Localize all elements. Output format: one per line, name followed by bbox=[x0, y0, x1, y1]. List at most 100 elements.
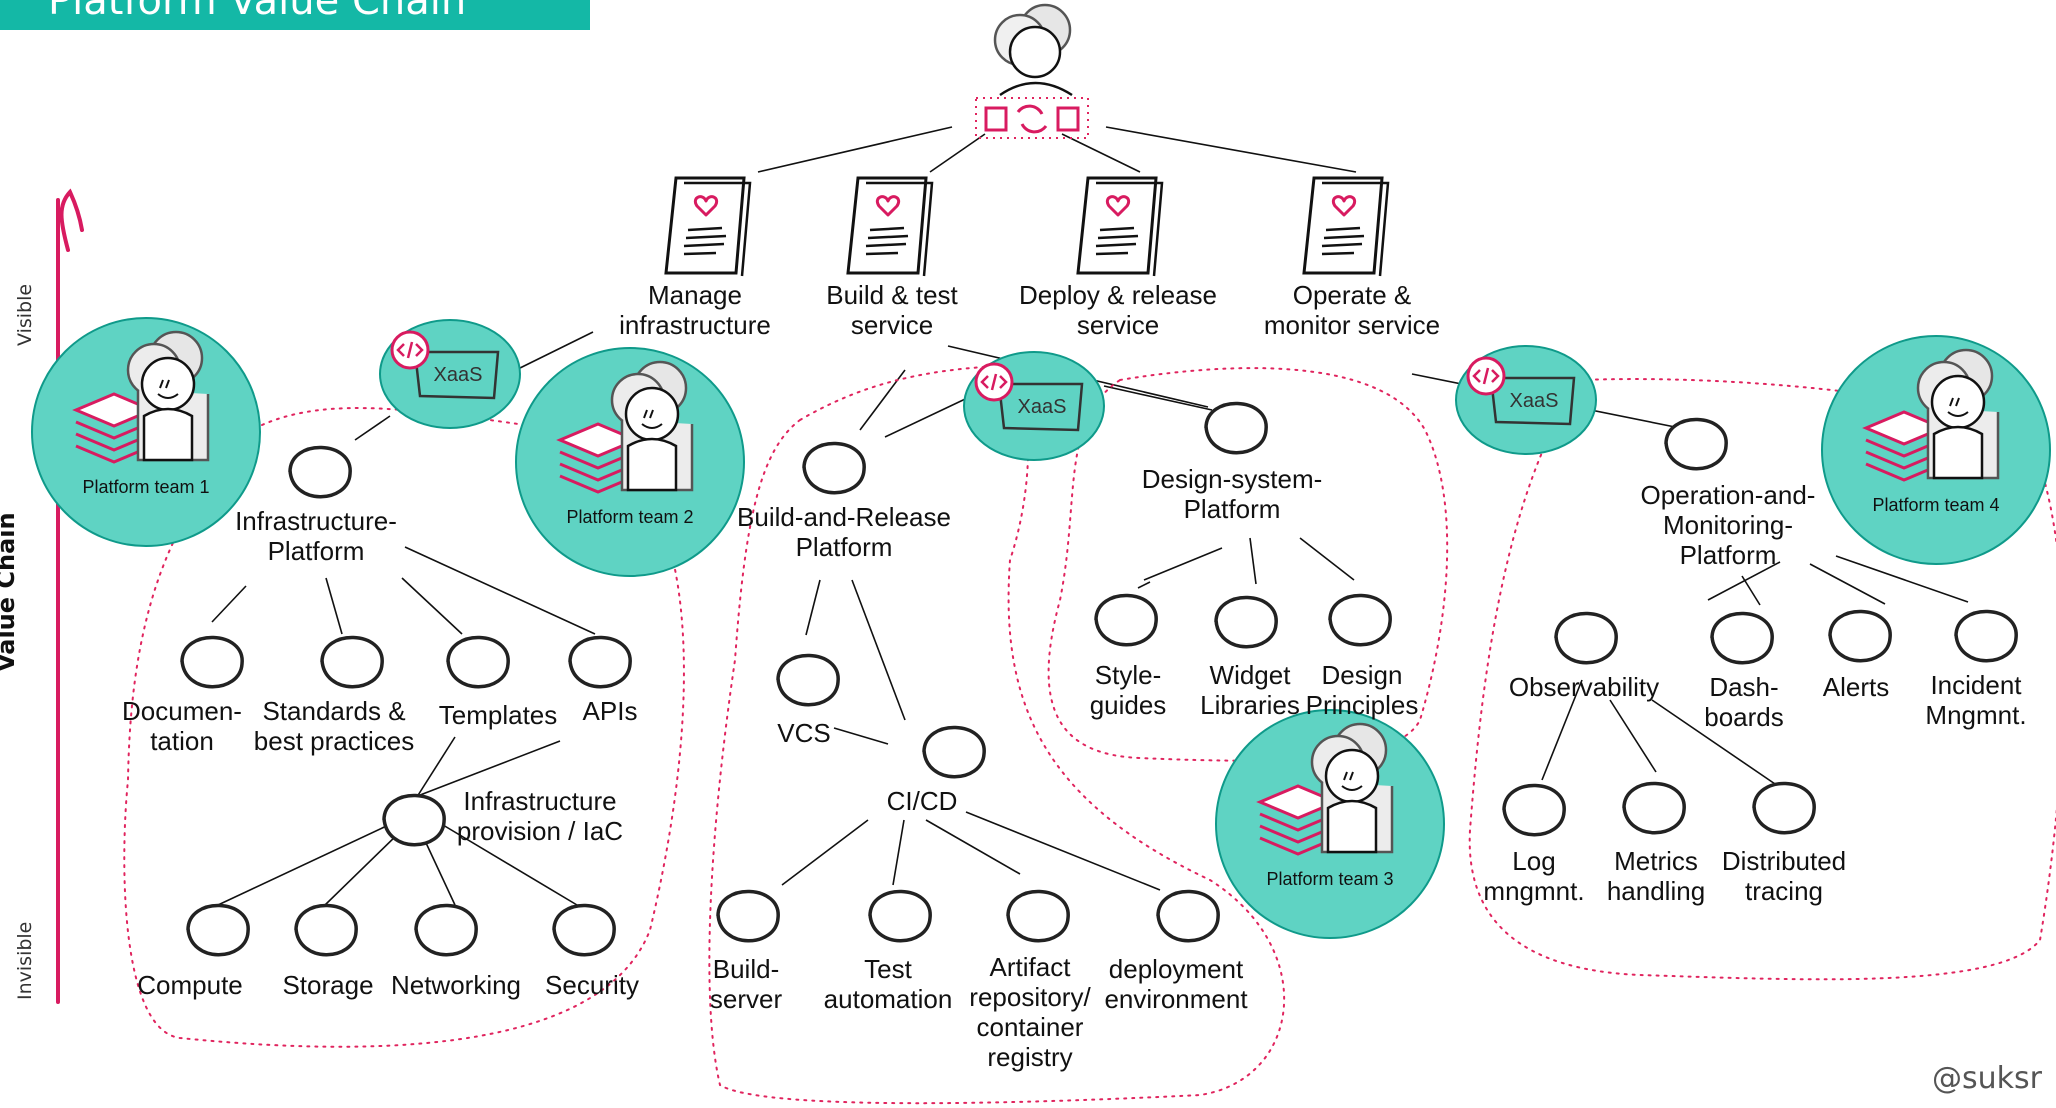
axis-invisible-label: Invisible bbox=[14, 921, 36, 1000]
xaas-badge bbox=[379, 319, 521, 429]
platform-1-label: Infrastructure- Platform bbox=[235, 506, 397, 566]
component-node bbox=[868, 889, 932, 943]
connector-line bbox=[519, 331, 594, 369]
connector-line bbox=[211, 585, 247, 623]
component-label: Networking bbox=[390, 970, 522, 1000]
component-label: Incident Mngmnt. bbox=[1925, 670, 2027, 730]
component-label: VCS bbox=[777, 718, 831, 748]
connector-line bbox=[1143, 547, 1223, 581]
component-node bbox=[1204, 401, 1268, 455]
component-node bbox=[568, 635, 632, 689]
service-3-label: Deploy & release service bbox=[1019, 280, 1217, 340]
component-node bbox=[776, 653, 840, 707]
connector-line bbox=[1609, 699, 1657, 773]
title-banner: Platform Value Chain bbox=[0, 0, 590, 30]
component-node bbox=[186, 903, 250, 957]
connector-line bbox=[1249, 537, 1257, 585]
component-nodes bbox=[180, 401, 2018, 957]
team-1-badge bbox=[31, 317, 261, 547]
component-label: Documen- tation bbox=[122, 696, 242, 756]
service-doc-icon bbox=[1076, 176, 1164, 278]
connector-line bbox=[1299, 537, 1355, 581]
component-label: APIs bbox=[582, 696, 638, 726]
component-node bbox=[382, 793, 446, 847]
connector-line bbox=[1809, 563, 1886, 605]
axis-visible-label: Visible bbox=[14, 283, 36, 346]
connector-lines bbox=[211, 126, 1969, 906]
component-node bbox=[1622, 781, 1686, 835]
page-title: Platform Value Chain bbox=[48, 0, 467, 24]
xaas-label: XaaS bbox=[433, 364, 483, 386]
connector-line bbox=[437, 821, 578, 906]
component-label: Style- guides bbox=[1089, 660, 1167, 720]
service-2-label: Build & test service bbox=[826, 280, 958, 340]
connector-line bbox=[892, 819, 905, 886]
connector-line bbox=[324, 829, 403, 906]
component-node bbox=[922, 725, 986, 779]
component-node bbox=[1828, 609, 1892, 663]
platform-4-label: Operation-and- Monitoring- Platform bbox=[1640, 480, 1816, 570]
component-label: Build- server bbox=[709, 954, 783, 1014]
xaas-badge bbox=[1455, 345, 1597, 455]
component-label: Distributed tracing bbox=[1721, 846, 1847, 906]
component-node bbox=[1214, 595, 1278, 649]
connector-line bbox=[859, 369, 906, 431]
axis-title: Value Chain bbox=[0, 512, 20, 672]
connector-line bbox=[401, 577, 463, 635]
connector-line bbox=[404, 546, 596, 635]
service-doc-icon bbox=[1302, 176, 1390, 278]
component-label: Log mngmnt. bbox=[1483, 846, 1585, 906]
connector-line bbox=[781, 819, 869, 886]
component-label: CI/CD bbox=[886, 786, 958, 816]
connector-line bbox=[965, 811, 1161, 891]
xaas-badge bbox=[963, 351, 1105, 461]
component-label: Alerts bbox=[1822, 672, 1890, 702]
connector-line bbox=[1105, 126, 1357, 173]
product-team-icon bbox=[975, 3, 1089, 139]
team-3-badge bbox=[1215, 709, 1445, 939]
component-node bbox=[1664, 417, 1728, 471]
connector-line bbox=[929, 133, 986, 173]
connector-line bbox=[1541, 679, 1583, 781]
component-label: Security bbox=[545, 970, 639, 1000]
connector-line bbox=[1651, 699, 1779, 787]
team-boundary-1 bbox=[123, 407, 685, 1048]
service-doc-icon bbox=[846, 176, 934, 278]
component-label: Dash- boards bbox=[1704, 672, 1784, 732]
component-node bbox=[294, 903, 358, 957]
connector-line bbox=[805, 579, 821, 636]
component-node bbox=[802, 441, 866, 495]
component-node bbox=[552, 903, 616, 957]
team-4-badge bbox=[1821, 335, 2051, 565]
xaas-label: XaaS bbox=[1509, 390, 1559, 412]
connector-line bbox=[1741, 575, 1761, 606]
platform-3-label: Design-system- Platform bbox=[1141, 464, 1323, 524]
connector-line bbox=[1103, 385, 1213, 411]
component-label: Widget Libraries bbox=[1200, 660, 1300, 720]
component-label: Observability bbox=[1508, 672, 1660, 702]
service-1-label: Manage infrastructure bbox=[619, 280, 771, 340]
connector-line bbox=[414, 736, 456, 801]
component-node bbox=[180, 635, 244, 689]
component-label: Test automation bbox=[823, 954, 953, 1014]
team-1-label: Platform team 1 bbox=[82, 477, 210, 497]
team-3-label: Platform team 3 bbox=[1266, 869, 1394, 889]
component-node bbox=[1006, 889, 1070, 943]
component-label: Templates bbox=[438, 700, 558, 730]
component-node bbox=[1094, 593, 1158, 647]
component-label: Compute bbox=[137, 970, 243, 1000]
platform-2-label: Build-and-Release Platform bbox=[737, 502, 951, 562]
component-label: Design Principles bbox=[1305, 660, 1419, 720]
component-label: Storage bbox=[282, 970, 374, 1000]
connector-line bbox=[401, 740, 561, 803]
component-node bbox=[1710, 611, 1774, 665]
component-node bbox=[1502, 783, 1566, 837]
connector-line bbox=[325, 577, 343, 635]
value-chain-arrow bbox=[56, 188, 84, 1004]
connector-line bbox=[757, 126, 953, 173]
component-label: deployment environment bbox=[1104, 954, 1248, 1014]
component-label: Infrastructure provision / IaC bbox=[456, 786, 624, 846]
component-node bbox=[446, 635, 510, 689]
component-label: Artifact repository/ container registry bbox=[969, 952, 1091, 1072]
